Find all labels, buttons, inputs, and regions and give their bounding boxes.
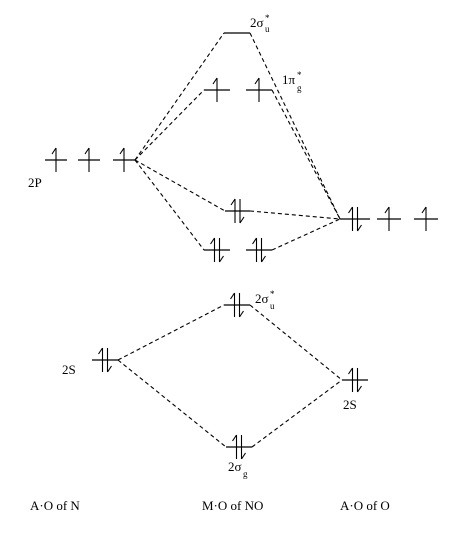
mo-sigma-g-2p-level-1-electron-down-head: [239, 216, 245, 224]
n-2p-level-3-electron-up-head: [119, 147, 125, 155]
o-2p-level-1-electron-up-head: [348, 206, 353, 214]
connector-lines: [117, 32, 343, 448]
o-2p-level-3-electron-up-head: [421, 206, 427, 214]
sigma-g-2s-to-o2s-connector: [251, 379, 343, 448]
o-2s-level-1-electron-down-head: [357, 385, 362, 393]
energy-levels: [45, 32, 438, 448]
n2p-to-sigma-g-connector: [134, 159, 226, 212]
n2p-to-pi-u-connector: [134, 159, 205, 251]
mo-sigma-g-2p-level-1-electron-up-head: [230, 198, 236, 206]
o-2p-level-1-electron-down-head: [357, 224, 362, 232]
mo-pi-u-2p-level-2-electron-up-head: [252, 237, 257, 245]
caption-ao-n: A·O of N: [30, 498, 80, 513]
mo-pi-g-star-level-2-electron-up-head: [254, 77, 260, 85]
electron-arrows: [51, 77, 427, 460]
o-2s-label: 2S: [343, 397, 357, 412]
caption-mo-no: M·O of NO: [202, 498, 264, 513]
n-2s-label: 2S: [62, 362, 76, 377]
n-2s-level-1-electron-down-head: [107, 365, 112, 373]
o-2s-level-1-electron-up-head: [348, 367, 353, 375]
mo-pi-u-2p-level-1-electron-up-head: [210, 237, 215, 245]
mo-sigma-g-2s-level-1-electron-up-head: [232, 434, 237, 442]
pi-g-star-to-o2p-connector: [271, 89, 341, 220]
mo-sigma-u-star-2s-level-1-electron-up-head: [230, 292, 235, 300]
sigma-u-star-to-o2p-connector: [249, 32, 341, 220]
n2s-to-sigma-g-2s-connector: [117, 359, 227, 448]
mo-pi-u-2p-level-2-electron-down-head: [261, 255, 266, 263]
n2p-to-pi-g-star-connector: [134, 89, 205, 161]
sigma-u-star-2s-to-o2s-connector: [249, 304, 343, 381]
n-2p-level-2-electron-up-head: [84, 147, 90, 155]
mo-sigma-u-star-2s-level-1-electron-down-head: [239, 310, 244, 318]
mo-pi-u-2p-level-1-electron-down-head: [219, 255, 224, 263]
sigma-g-to-o2p-connector: [249, 210, 341, 220]
mo-sigma-g-2s-level-1-electron-down-head: [241, 452, 246, 460]
n2p-to-sigma-u-star-connector: [134, 32, 225, 161]
mo-pi-g-star-level-1-electron-up-head: [212, 77, 218, 85]
o-2p-level-2-electron-up-head: [384, 206, 390, 214]
pi-u-to-o2p-connector: [271, 218, 341, 251]
n-2p-level-1-electron-up-head: [51, 147, 57, 155]
n-2s-level-1-electron-up-head: [98, 347, 103, 355]
caption-ao-o: A·O of O: [340, 498, 390, 513]
n2s-to-sigma-u-star-2s-connector: [117, 304, 225, 361]
n-2p-label: 2P: [28, 175, 42, 190]
